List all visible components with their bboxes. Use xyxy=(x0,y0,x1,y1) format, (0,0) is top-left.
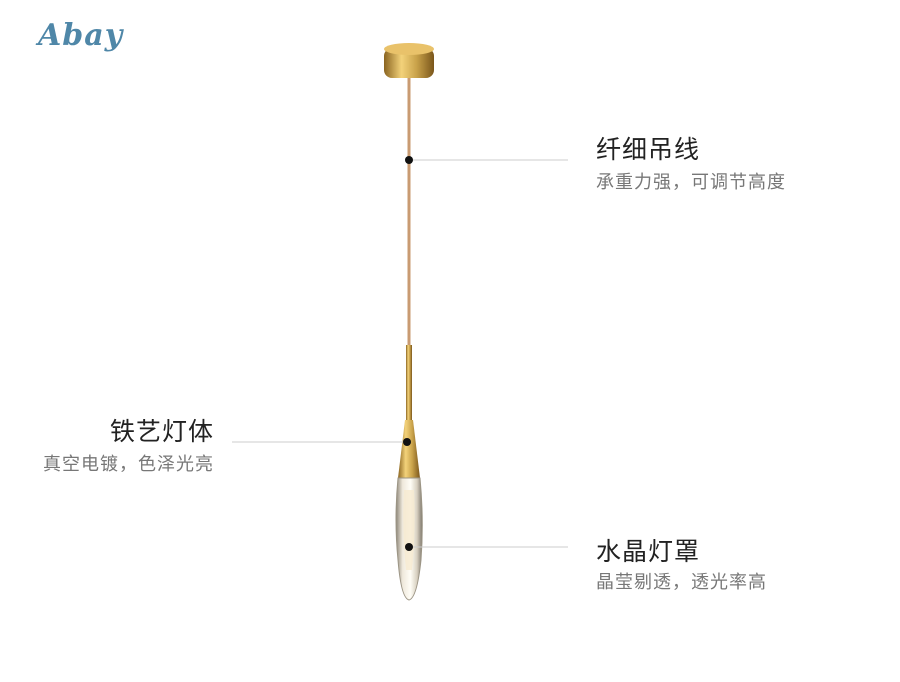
callout-dot-shade xyxy=(405,543,413,551)
callout-title-body: 铁艺灯体 xyxy=(109,417,214,446)
shade-inner-glow xyxy=(403,490,415,570)
ceiling-canopy xyxy=(384,43,434,78)
brass-body xyxy=(398,420,420,478)
callout-dot-body xyxy=(403,438,411,446)
brand-logo: Abay xyxy=(38,18,124,53)
callout-dot-wire xyxy=(405,156,413,164)
callout-title-shade: 水晶灯罩 xyxy=(596,537,701,566)
brass-rod xyxy=(406,345,412,425)
callout-subtitle-body: 真空电镀，色泽光亮 xyxy=(43,454,214,475)
callout-title-wire: 纤细吊线 xyxy=(596,135,701,164)
callout-subtitle-shade: 晶莹剔透，透光率高 xyxy=(596,572,767,593)
callout-subtitle-wire: 承重力强，可调节高度 xyxy=(596,172,786,193)
